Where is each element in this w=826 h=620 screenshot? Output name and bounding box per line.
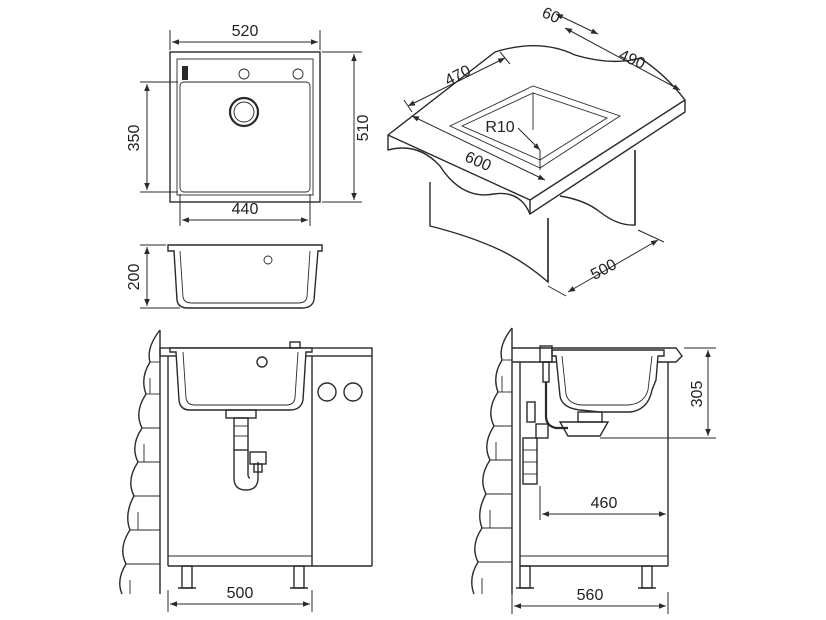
pipe-socket-icon <box>343 382 363 402</box>
siphon-front <box>225 409 267 491</box>
overflow-slot <box>182 66 188 80</box>
dim-bowl-depth: 350 <box>126 81 178 193</box>
dim-side-cabinet: 560 <box>511 587 669 614</box>
dim-side-height-label: 305 <box>689 381 706 408</box>
wall-break-line <box>471 327 513 595</box>
isometric-view <box>387 45 686 284</box>
section-inner <box>179 250 311 304</box>
drain-assembly <box>522 345 610 485</box>
dim-iso-cabinet: 500 <box>547 229 665 297</box>
tap-hole-icon <box>238 68 250 80</box>
dim-section-depth: 200 <box>126 244 180 309</box>
dim-iso-radius-label: R10 <box>485 119 514 136</box>
cross-section-view <box>167 244 323 309</box>
dim-top-width: 520 <box>169 23 321 50</box>
sink-outline <box>169 51 321 203</box>
dim-side-drain-label: 460 <box>591 495 618 512</box>
top-view <box>169 51 321 203</box>
dim-front-cabinet-label: 500 <box>227 585 254 602</box>
dim-iso-cabinet-label: 500 <box>588 256 620 284</box>
cabinet-leg <box>641 565 653 589</box>
sink-side <box>551 349 665 413</box>
dim-bowl-width: 440 <box>179 194 311 226</box>
sink-front <box>169 347 313 411</box>
tap-hole-icon <box>263 255 273 265</box>
dim-side-cabinet-label: 560 <box>577 587 604 604</box>
front-view <box>119 329 373 595</box>
dim-bowl-width-label: 440 <box>232 201 259 218</box>
tap-hole-icon <box>292 68 304 80</box>
drain-outer-icon <box>228 96 260 128</box>
dim-section-depth-label: 200 <box>126 264 143 291</box>
cabinet-right-panel <box>559 150 636 226</box>
dim-top-height: 510 <box>322 51 372 203</box>
dim-front-cabinet: 500 <box>167 585 313 612</box>
dim-bowl-depth-label: 350 <box>126 125 143 152</box>
side-view <box>471 327 683 595</box>
drain-inner-icon <box>233 101 255 123</box>
overflow-icon <box>256 356 268 368</box>
cabinet-left-panel <box>429 182 549 284</box>
dim-top-width-label: 520 <box>232 23 259 40</box>
sink-inner-rim <box>176 58 314 196</box>
pipe-socket-icon <box>317 382 337 402</box>
bowl-outline <box>179 81 311 193</box>
section-outline <box>167 244 323 309</box>
dim-side-drain: 460 <box>539 486 669 520</box>
dim-side-height: 305 <box>600 347 716 439</box>
dim-top-height-label: 510 <box>355 115 372 142</box>
tap-icon <box>289 341 301 349</box>
cabinet-leg <box>181 565 193 589</box>
dim-iso-wall-label: 60 <box>539 5 562 28</box>
cabinet-leg <box>519 565 531 589</box>
cabinet-leg <box>293 565 305 589</box>
